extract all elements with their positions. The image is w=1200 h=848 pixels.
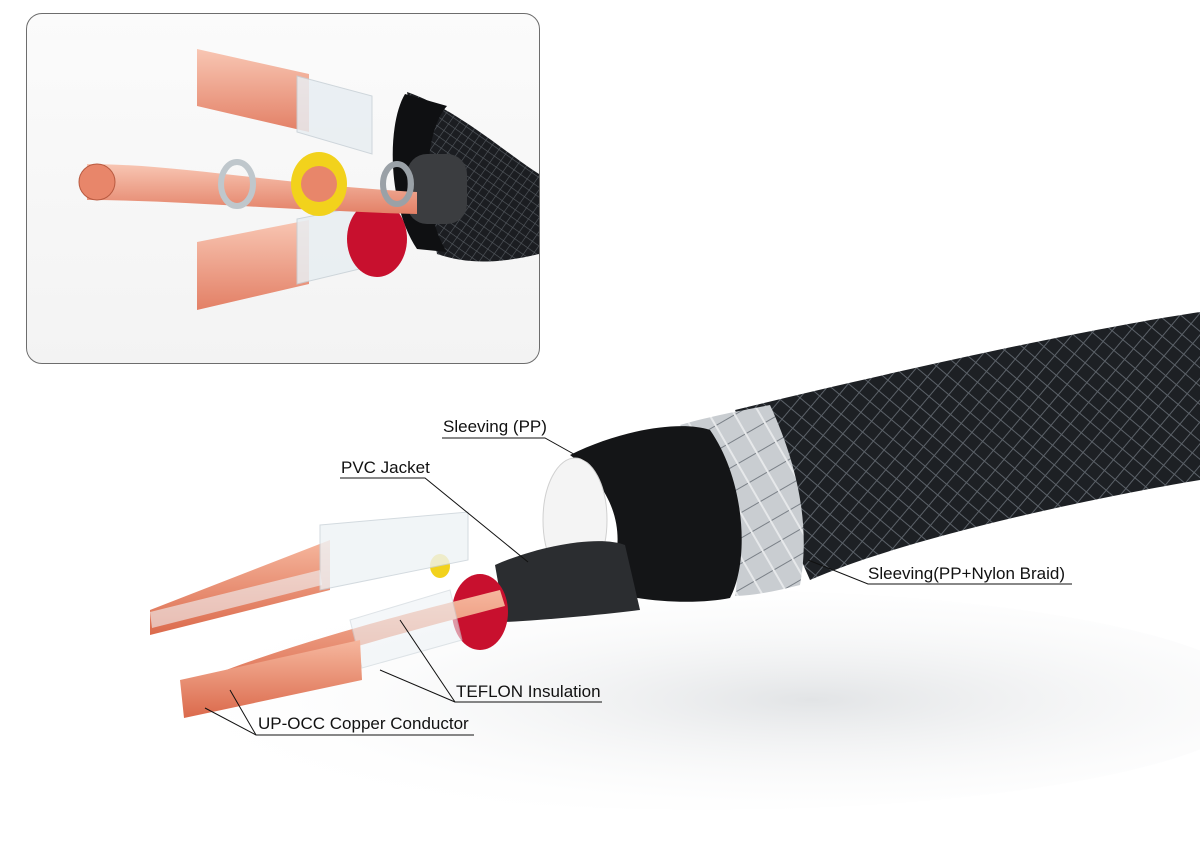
outer-braid-sleeve [735, 312, 1200, 580]
inset-grey-ring [380, 161, 414, 207]
inset-jacket [407, 154, 467, 224]
inset-flat-conductor-top [197, 49, 309, 132]
inset-cable-exploded-view [78, 49, 539, 310]
leader-sleeving-braid [807, 559, 1072, 585]
callout-sleeving-pp: Sleeving (PP) [443, 417, 547, 436]
inset-flat-insulation-top [296, 75, 373, 155]
callout-teflon-insulation: TEFLON Insulation [456, 682, 601, 701]
inset-flat-conductor-bottom [197, 220, 309, 310]
inset-strand-bundle-center [301, 166, 337, 202]
pp-sleeving [570, 426, 742, 602]
callout-copper-conductor: UP-OCC Copper Conductor [258, 714, 469, 733]
inset-clear-ring [218, 159, 256, 209]
leader-pvc-jacket [340, 477, 529, 563]
flat-conductor-bottom [180, 640, 362, 718]
callout-sleeving-braid: Sleeving(PP+Nylon Braid) [868, 564, 1066, 583]
leader-lines [204, 437, 1072, 736]
leader-sleeving-pp [442, 437, 589, 463]
callout-pvc-jacket: PVC Jacket [341, 458, 430, 477]
inset-strand-bundle-left [78, 163, 116, 201]
teflon-sleeve-top [319, 511, 469, 591]
floor-shadow [140, 590, 1200, 810]
leader-conductor-branch [229, 689, 257, 736]
inset-detail-panel [26, 13, 540, 364]
leader-teflon-branch [379, 669, 456, 703]
pvc-jacket [495, 541, 640, 622]
leader-conductor [204, 707, 474, 736]
inset-red-core [347, 201, 407, 277]
teflon-strip-top [150, 570, 322, 628]
